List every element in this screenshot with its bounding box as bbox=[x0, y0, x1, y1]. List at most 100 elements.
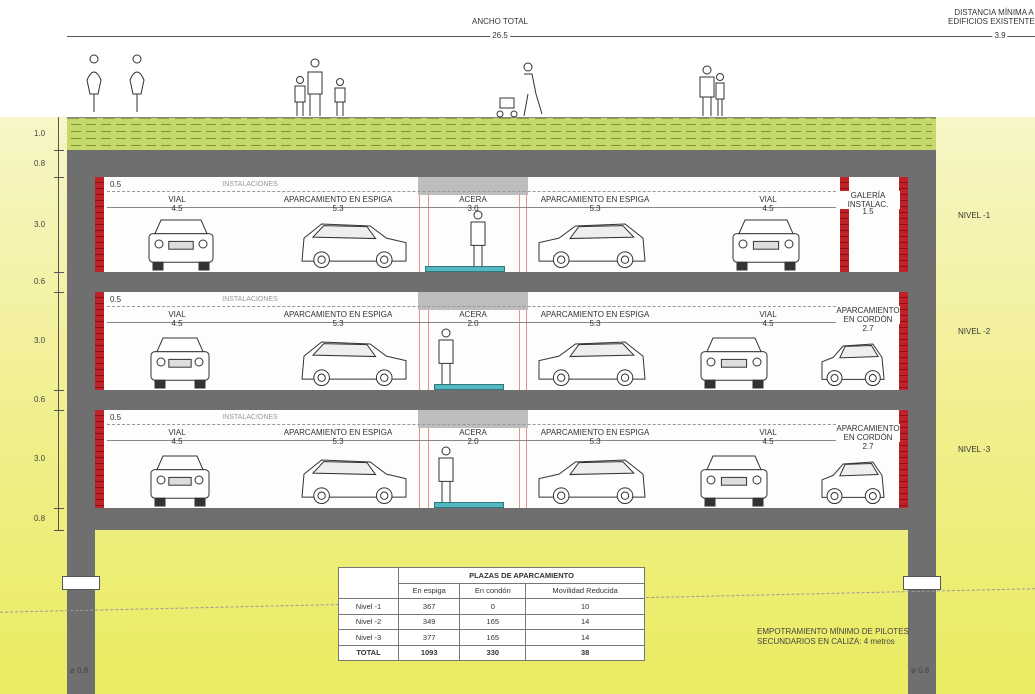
dim-value: 1.0 bbox=[34, 128, 46, 138]
zone-label: ACERA bbox=[459, 310, 487, 319]
zone-label: APARCAMIENTO EN ESPIGA bbox=[283, 310, 393, 319]
zone-label: VIAL bbox=[759, 195, 777, 204]
sidewalk-guide-line bbox=[526, 310, 527, 390]
cell: TOTAL bbox=[338, 644, 399, 661]
cell: 349 bbox=[397, 613, 461, 630]
pile-left bbox=[67, 530, 95, 694]
cell: 10 bbox=[525, 598, 645, 615]
dim-value: 3.0 bbox=[34, 336, 46, 345]
cell: Nivel -1 bbox=[338, 598, 399, 615]
car-front-icon bbox=[150, 455, 210, 507]
zone-label: GALERÍA INSTALAC. bbox=[836, 191, 900, 209]
sidewalk-guide-line bbox=[419, 428, 420, 508]
zone-label: VIAL bbox=[168, 428, 186, 437]
car-front-icon bbox=[150, 337, 210, 389]
min-distance-label-1: DISTANCIA MÍNIMA A bbox=[954, 8, 1034, 17]
car-front-icon bbox=[700, 337, 768, 389]
person-icon bbox=[470, 210, 486, 267]
zone-label: APARCAMIENTO EN ESPIGA bbox=[540, 195, 650, 204]
zone-dim-line bbox=[107, 440, 896, 441]
car-rear-icon bbox=[821, 343, 885, 387]
zone-value: 5.3 bbox=[589, 204, 601, 213]
level-name: NIVEL -3 bbox=[958, 445, 991, 454]
zone-value: 4.5 bbox=[171, 437, 183, 446]
note-line-2: SECUNDARIOS EN CALIZA: 4 metros bbox=[757, 637, 895, 646]
pile-diameter-left: ø 0.8 bbox=[70, 666, 89, 675]
col-header: Movilidad Reducida bbox=[525, 582, 645, 599]
zone-value: 4.5 bbox=[762, 437, 774, 446]
installations-line bbox=[107, 424, 896, 425]
zone-value: 4.5 bbox=[171, 319, 183, 328]
car-rear-icon bbox=[821, 461, 885, 505]
cell: 38 bbox=[525, 644, 645, 661]
cell: 330 bbox=[459, 644, 527, 661]
zone-value: 2.0 bbox=[467, 437, 479, 446]
brick-wall-left bbox=[95, 177, 104, 272]
zone-value: 5.3 bbox=[589, 319, 601, 328]
brick-wall-left bbox=[95, 410, 104, 508]
zone-label: VIAL bbox=[168, 310, 186, 319]
dim-tick bbox=[54, 508, 64, 509]
car-side-icon bbox=[301, 223, 407, 269]
level-name: NIVEL -1 bbox=[958, 210, 991, 220]
cell: 165 bbox=[459, 613, 527, 630]
cell: 367 bbox=[397, 598, 461, 615]
pile-break-left bbox=[62, 576, 100, 590]
zone-label: ACERA bbox=[459, 195, 487, 204]
table-title: PLAZAS DE APARCAMIENTO bbox=[398, 567, 645, 584]
brick-wall-left bbox=[95, 292, 104, 390]
dim-tick bbox=[54, 410, 64, 411]
brick-wall-gallery bbox=[840, 177, 849, 272]
cell: Nivel -3 bbox=[338, 629, 399, 646]
car-side-icon bbox=[538, 223, 646, 269]
zone-label: VIAL bbox=[759, 428, 777, 437]
car-side-icon bbox=[301, 341, 407, 387]
zone-value: 5.3 bbox=[589, 437, 601, 446]
sidewalk-guide-line bbox=[526, 195, 527, 272]
cell: 14 bbox=[525, 613, 645, 630]
min-distance-value: 3.9 bbox=[992, 31, 1008, 40]
zone-label: ACERA bbox=[459, 428, 487, 437]
dim-tick bbox=[54, 292, 64, 293]
sidewalk-guide-line bbox=[419, 195, 420, 272]
green-fill-layer bbox=[67, 117, 936, 150]
sidewalk-guide-line bbox=[526, 428, 527, 508]
sidewalk-installations-band bbox=[418, 410, 528, 428]
sidewalk-guide-line bbox=[419, 310, 420, 390]
cell: 377 bbox=[397, 629, 461, 646]
car-side-icon bbox=[301, 459, 407, 505]
zone-label: APARCAMIENTO EN ESPIGA bbox=[283, 428, 393, 437]
zone-value: 4.5 bbox=[171, 204, 183, 213]
col-header: En condón bbox=[459, 582, 527, 599]
sidewalk-platform bbox=[425, 266, 505, 272]
zone-dim-line bbox=[107, 207, 896, 208]
col-header: En espiga bbox=[397, 582, 461, 599]
total-width-label: ANCHO TOTAL bbox=[471, 17, 529, 26]
dim-line bbox=[58, 117, 59, 530]
dim-value: 3.0 bbox=[34, 454, 46, 463]
person-icon bbox=[438, 328, 454, 385]
sidewalk-installations-band bbox=[418, 177, 528, 195]
sidewalk-guide-line bbox=[519, 428, 520, 508]
sidewalk-installations-band bbox=[418, 292, 528, 310]
pile-break-right bbox=[903, 576, 941, 590]
dim-value: 3.0 bbox=[34, 219, 46, 229]
zone-value: 4.5 bbox=[762, 319, 774, 328]
level-name: NIVEL -2 bbox=[958, 327, 991, 336]
sidewalk-platform bbox=[434, 502, 504, 508]
zone-value: 2.7 bbox=[862, 324, 874, 333]
pile-right bbox=[908, 530, 936, 694]
family-icon bbox=[294, 58, 346, 116]
dim-tick bbox=[54, 150, 64, 151]
zone-value: 5.3 bbox=[332, 319, 344, 328]
installations-label: INSTALACIONES bbox=[222, 296, 278, 303]
couple-icon bbox=[699, 65, 725, 116]
